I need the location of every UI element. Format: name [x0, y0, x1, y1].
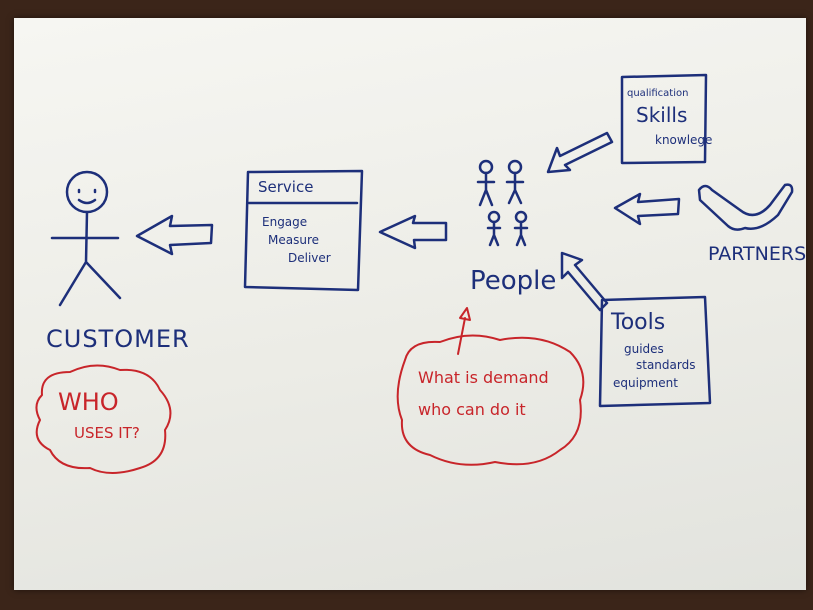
service-item: Engage [262, 215, 308, 229]
partners-label: PARTNERS [708, 243, 807, 265]
arrow-diagonal-icon [546, 131, 614, 174]
arrow-left-icon [378, 214, 448, 250]
skills-box [620, 73, 708, 165]
thought-cloud-icon [396, 334, 585, 466]
service-item: Deliver [288, 251, 331, 265]
service-box [243, 169, 364, 292]
customer-cloud-line2: USES IT? [74, 424, 140, 442]
arrow-left-icon [135, 214, 214, 256]
arrow-up-icon [457, 307, 471, 355]
customer-cloud-line1: WHO [58, 388, 119, 416]
skills-line2: Skills [636, 103, 688, 127]
skills-line1: qualification [627, 88, 689, 99]
tools-item: standards [636, 358, 696, 372]
people-cloud-line1: What is demand [418, 368, 549, 387]
people-group-icon [476, 159, 529, 247]
people-label: People [470, 266, 557, 296]
arrow-left-icon [613, 192, 681, 226]
customer-label: CUSTOMER [46, 325, 190, 353]
people-cloud-line2: who can do it [418, 400, 526, 419]
tools-item: equipment [613, 376, 678, 390]
tools-item: guides [624, 342, 664, 356]
stick-figure-icon [50, 170, 122, 307]
tools-box [598, 295, 712, 408]
skills-line3: knowlege [655, 133, 713, 147]
paper-sheet [14, 18, 806, 590]
service-item: Measure [268, 233, 319, 247]
service-title: Service [258, 178, 314, 196]
arrow-diagonal-icon [560, 251, 609, 312]
tools-title: Tools [611, 310, 666, 335]
handshake-icon [697, 183, 794, 231]
thought-cloud-icon [35, 364, 172, 474]
